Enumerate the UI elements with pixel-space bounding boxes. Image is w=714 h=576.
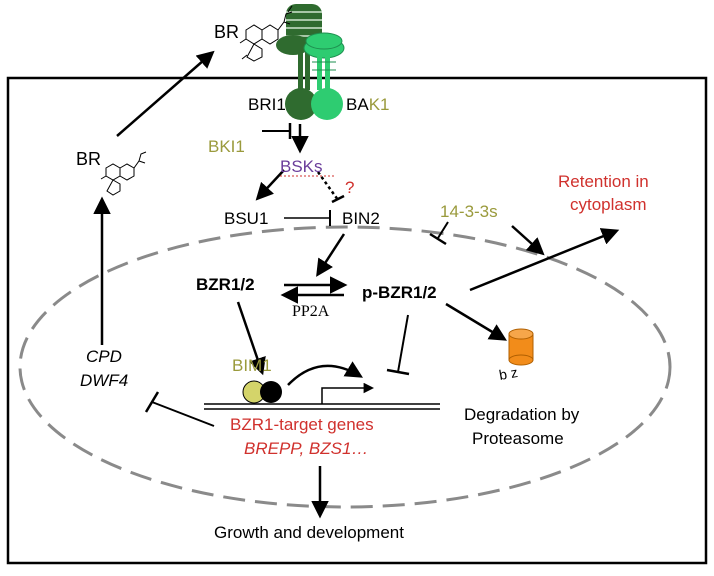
- label-bak1: BAK1: [346, 95, 389, 114]
- label-bsks: BSKs: [280, 157, 323, 176]
- label-bsu1: BSU1: [224, 209, 268, 228]
- label-cpd: CPD: [86, 347, 122, 366]
- label-dwf4: DWF4: [80, 371, 128, 390]
- label-14-3-3s: 14-3-3s: [440, 202, 498, 221]
- br-molecule-icon: [239, 5, 293, 62]
- label-growth: Growth and development: [214, 523, 404, 542]
- label-bin2: BIN2: [342, 209, 380, 228]
- label-bzr12: BZR1/2: [196, 275, 255, 294]
- label-br-inside: BR: [76, 149, 101, 169]
- label-question: ?: [345, 178, 354, 197]
- label-target-genes: BZR1-target genes: [230, 415, 374, 434]
- br-molecule-icon: [100, 151, 147, 196]
- bzr1-bound-protein: [260, 381, 282, 403]
- label-degradation-tag: b z: [498, 364, 519, 383]
- label-p-bzr12: p-BZR1/2: [362, 283, 437, 302]
- label-degradation-line2: Proteasome: [472, 429, 564, 448]
- label-bim1: BIM1: [232, 356, 272, 375]
- bak1-coreceptor: [303, 32, 345, 120]
- label-retention-line1: Retention in: [558, 172, 649, 191]
- label-bki1: BKI1: [208, 137, 245, 156]
- bri1-receptor: [276, 4, 322, 120]
- cell-membrane: [6, 76, 708, 565]
- label-pp2a: PP2A: [292, 303, 330, 320]
- label-retention-line2: cytoplasm: [570, 195, 647, 214]
- proteasome-icon: [508, 328, 534, 366]
- nucleus-envelope: [18, 225, 672, 509]
- label-bri1: BRI1: [248, 95, 286, 114]
- label-degradation-line1: Degradation by: [464, 405, 580, 424]
- label-br-outside: BR: [214, 22, 239, 42]
- label-target-examples: BREPP, BZS1…: [244, 439, 368, 458]
